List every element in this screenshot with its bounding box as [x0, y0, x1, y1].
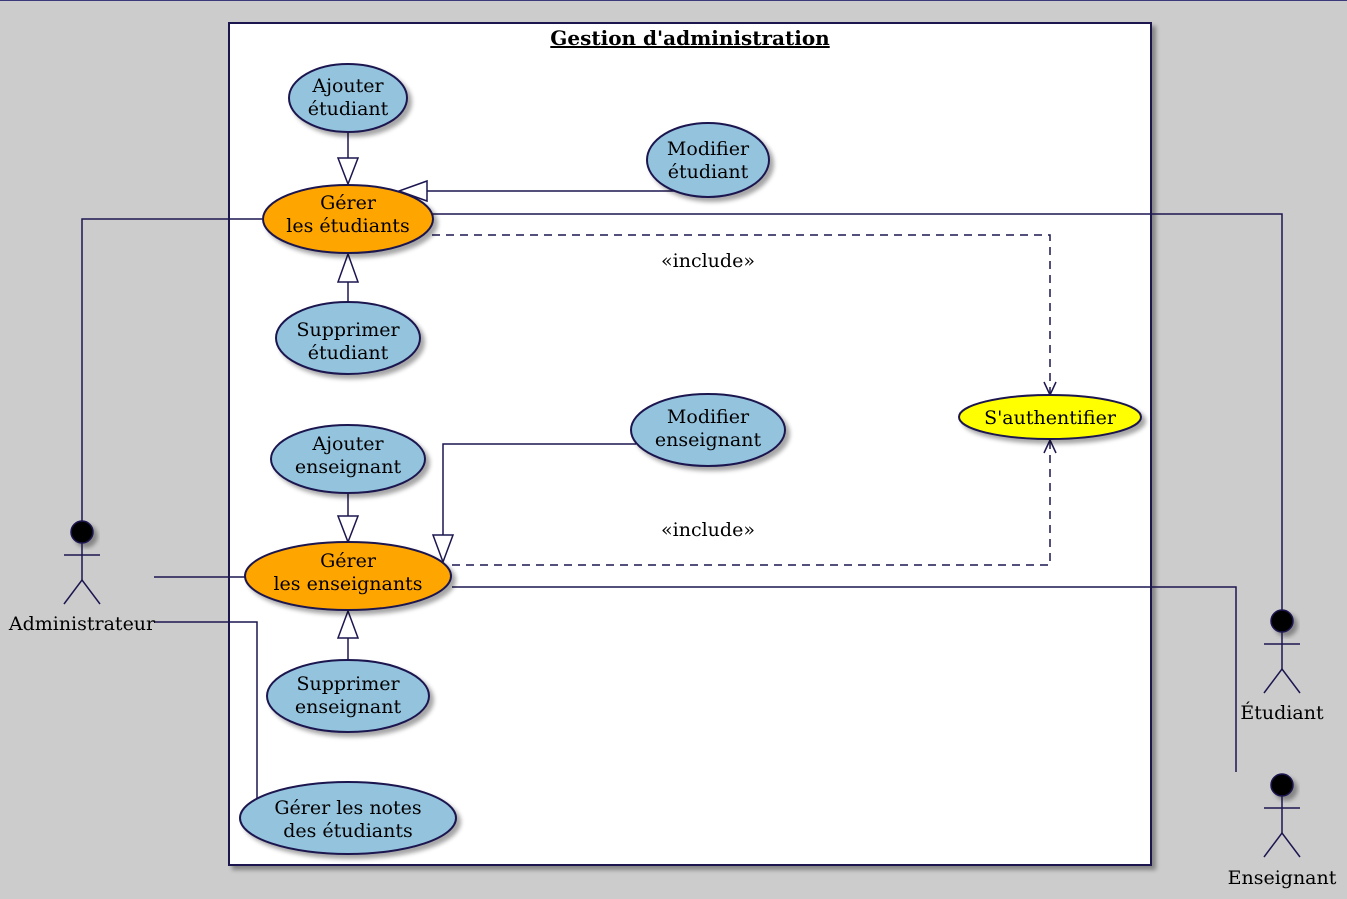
- association-lines: [81, 213, 1283, 800]
- usecase-authentifier: S'authentifier: [958, 394, 1142, 440]
- gen-arrow-supprimer-enseignant: [336, 608, 360, 639]
- actor-label-administrateur: Administrateur: [8, 613, 156, 635]
- include-label-2: «include»: [661, 519, 755, 541]
- usecase-label: enseignant: [295, 456, 402, 478]
- usecase-label: étudiant: [668, 161, 749, 183]
- usecase-modifier-etudiant: Modifier étudiant: [646, 122, 770, 198]
- usecase-label: enseignant: [295, 696, 402, 718]
- assoc-enseignant-gerer-enseignants: [452, 586, 1237, 772]
- usecase-label: les étudiants: [286, 215, 409, 237]
- usecase-label: S'authentifier: [984, 407, 1117, 429]
- assoc-admin-gerer-notes: [154, 621, 258, 800]
- actor-label-etudiant: Étudiant: [1240, 701, 1324, 724]
- actor-label-enseignant: Enseignant: [1228, 867, 1337, 889]
- usecase-label: Modifier: [667, 406, 750, 428]
- include-label-1: «include»: [661, 250, 755, 272]
- actor-head-icon: [1270, 773, 1294, 797]
- usecase-supprimer-enseignant: Supprimer enseignant: [266, 659, 430, 733]
- top-border: [0, 0, 1347, 1]
- usecase-label: Supprimer: [296, 673, 400, 695]
- usecase-gerer-etudiants: Gérer les étudiants: [262, 184, 434, 254]
- gen-arrow-ajouter-enseignant: [336, 515, 360, 545]
- gen-arrow-modifier-enseignant: [431, 534, 455, 565]
- usecase-modifier-enseignant: Modifier enseignant: [630, 393, 786, 467]
- gen-arrow-ajouter-etudiant: [336, 157, 360, 187]
- usecase-label: Ajouter: [311, 75, 384, 97]
- usecase-ajouter-enseignant: Ajouter enseignant: [270, 424, 426, 494]
- assoc-etudiant-gerer-etudiants: [432, 213, 1283, 610]
- usecase-label: les enseignants: [273, 573, 422, 595]
- gen-arrow-supprimer-etudiant: [336, 251, 360, 283]
- usecase-label: Supprimer: [296, 319, 400, 341]
- assoc-admin-gerer-etudiants: [81, 218, 262, 522]
- usecase-label: Gérer les notes: [274, 797, 421, 819]
- usecase-ajouter-etudiant: Ajouter étudiant: [288, 63, 408, 133]
- actor-head-icon: [70, 520, 94, 544]
- actor-administrateur: [63, 520, 101, 605]
- usecase-label: Gérer: [320, 550, 377, 572]
- usecase-gerer-notes: Gérer les notes des étudiants: [239, 781, 457, 855]
- usecase-label: étudiant: [308, 342, 389, 364]
- usecase-supprimer-etudiant: Supprimer étudiant: [275, 301, 421, 375]
- actor-enseignant: [1263, 773, 1301, 858]
- usecase-label: Ajouter: [311, 433, 384, 455]
- actor-head-icon: [1270, 609, 1294, 633]
- usecase-label: enseignant: [655, 429, 762, 451]
- generalization-lines: [336, 132, 690, 660]
- usecase-gerer-enseignants: Gérer les enseignants: [244, 541, 452, 611]
- actor-etudiant: [1263, 609, 1301, 694]
- usecase-label: Gérer: [320, 192, 377, 214]
- usecase-label: étudiant: [308, 98, 389, 120]
- system-title: Gestion d'administration: [550, 26, 830, 50]
- usecase-label: Modifier: [667, 138, 750, 160]
- usecase-label: des étudiants: [283, 820, 413, 842]
